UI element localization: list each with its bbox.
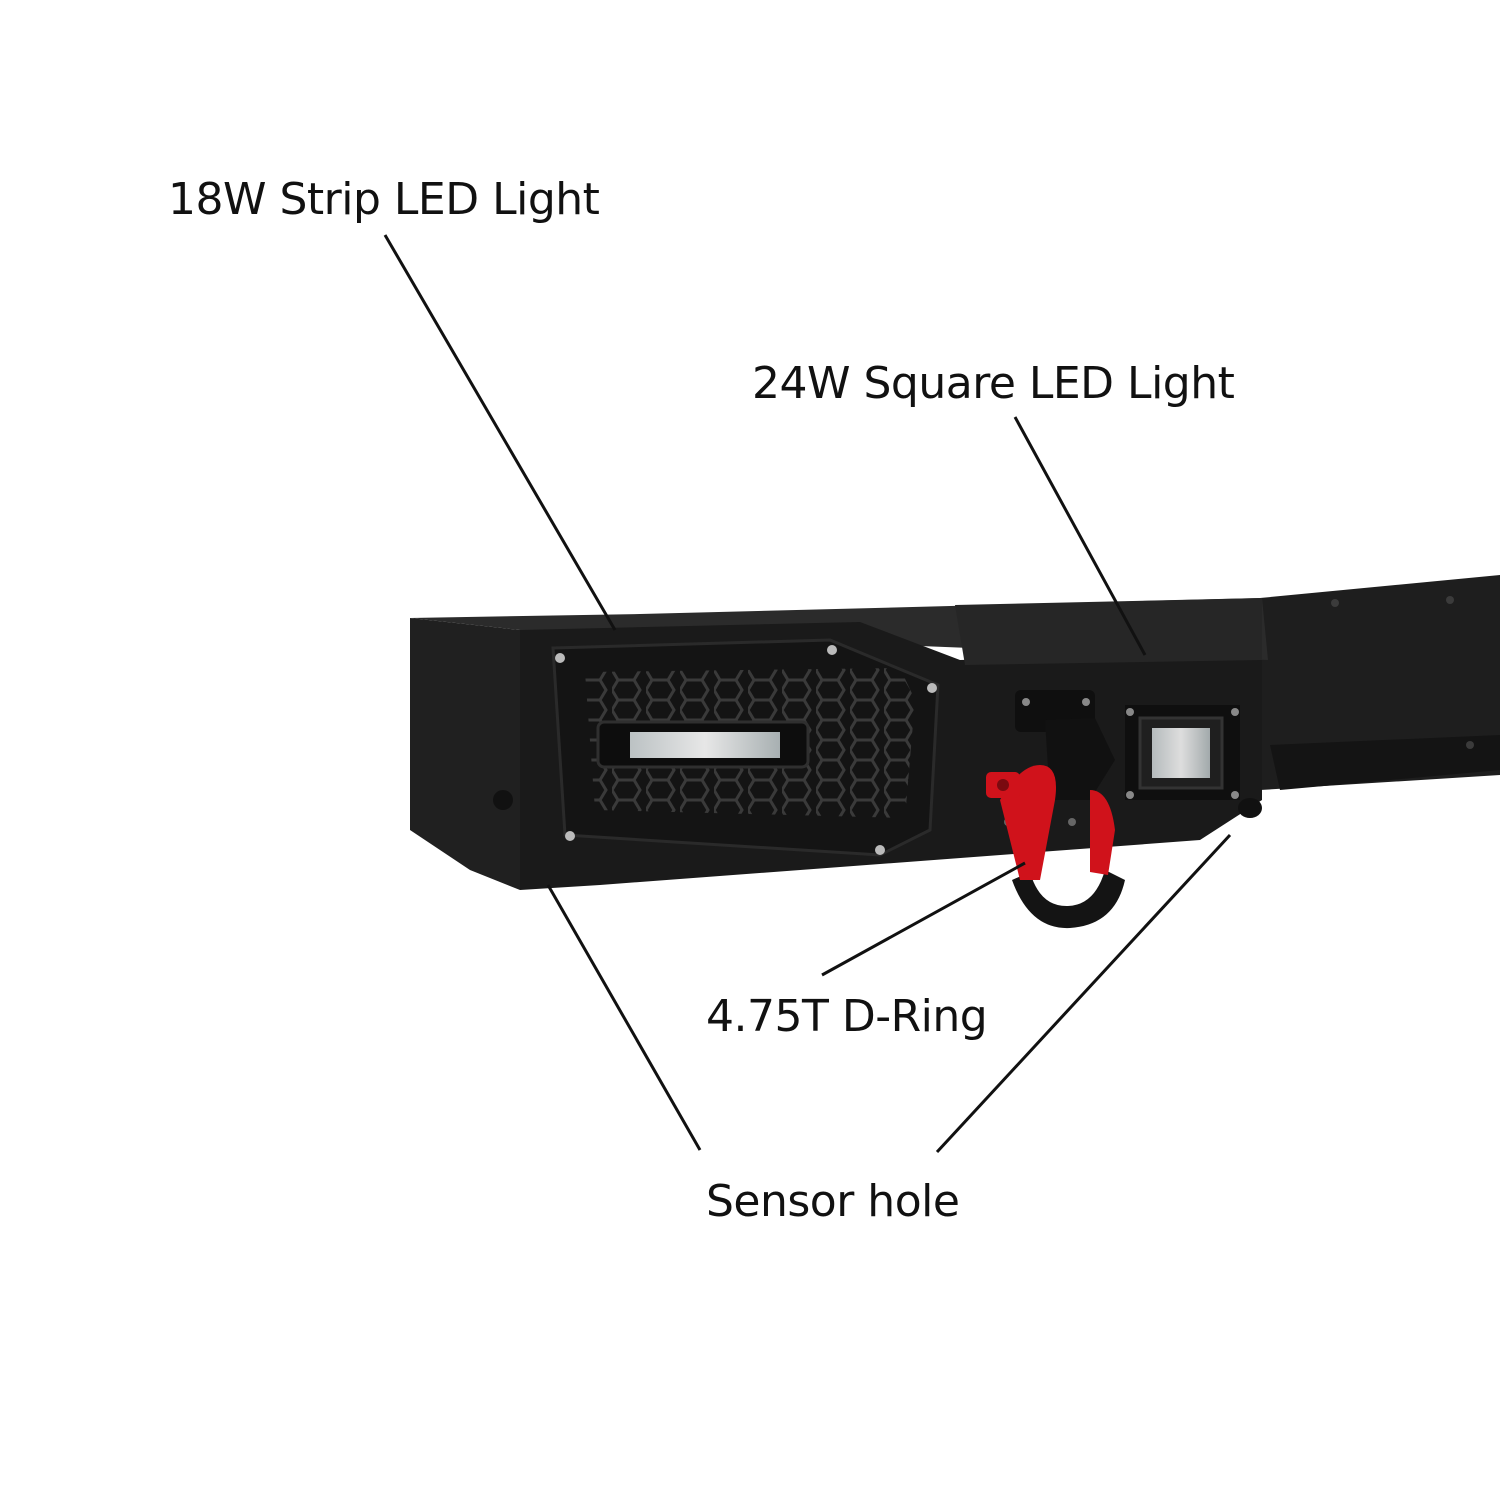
right-sensor-hole — [1238, 798, 1262, 818]
leader-d-ring — [821, 861, 1026, 977]
left-sensor-hole — [493, 790, 513, 810]
d-ring — [986, 690, 1125, 929]
bumper-rear-section — [1260, 575, 1500, 790]
leader-strip-led — [383, 234, 617, 631]
leader-sensor-left — [546, 884, 702, 1151]
grille-panel — [551, 638, 940, 857]
callout-d-ring: 4.75T D-Ring — [706, 991, 988, 1042]
square-led-light — [1125, 705, 1240, 800]
callout-strip-led: 18W Strip LED Light — [168, 174, 600, 225]
callout-sensor-hole: Sensor hole — [706, 1176, 960, 1227]
leader-square-led — [1013, 416, 1147, 656]
leader-lines — [383, 234, 1232, 1154]
callout-square-led: 24W Square LED Light — [752, 358, 1235, 409]
leader-sensor-right — [935, 833, 1232, 1154]
